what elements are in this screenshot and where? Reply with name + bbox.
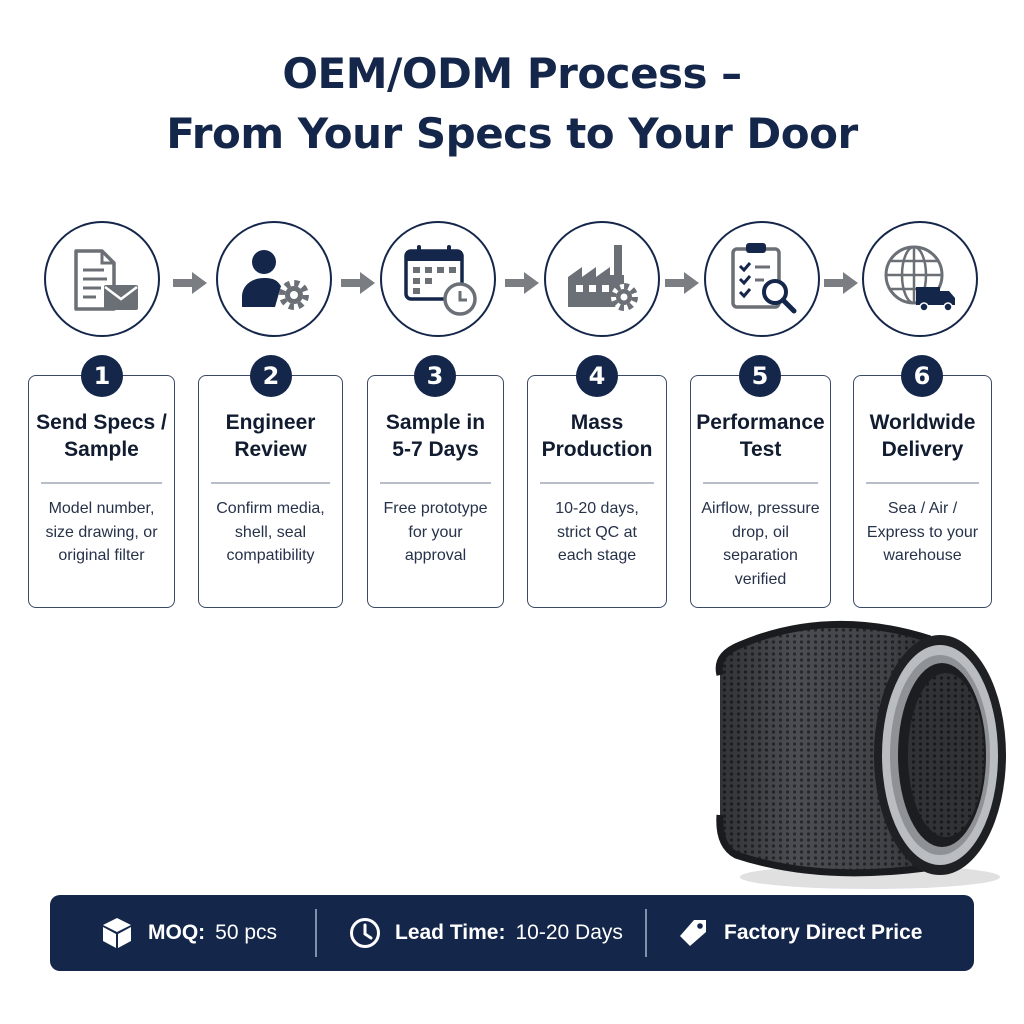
bar-divider xyxy=(315,909,317,957)
step-title: Worldwide Delivery xyxy=(869,411,976,461)
step-card-3: Sample in 5-7 Days Free prototype for yo… xyxy=(367,375,504,608)
step-title: Engineer Review xyxy=(225,411,316,461)
card-divider xyxy=(540,482,654,484)
price-tag-icon xyxy=(680,920,706,946)
info-bar: MOQ: 50 pcs Lead Time: 10-20 Days Factor… xyxy=(50,895,974,971)
step-description: Model number, size drawing, or original … xyxy=(45,500,158,564)
air-filter-image xyxy=(715,620,1006,889)
card-divider xyxy=(211,482,330,484)
box-icon xyxy=(103,918,131,948)
clipboard-magnifier-icon xyxy=(704,221,820,337)
step-number-badge: 6 xyxy=(901,355,943,397)
lead-time-value: 10-20 Days xyxy=(515,921,623,944)
step-card-4: Mass Production 10-20 days, strict QC at… xyxy=(527,375,667,608)
moq-section: MOQ: 50 pcs xyxy=(100,895,277,971)
card-divider xyxy=(703,482,818,484)
step-number-badge: 2 xyxy=(250,355,292,397)
arrow-right-icon xyxy=(341,272,375,294)
step-description: Free prototype for your approval xyxy=(383,500,488,564)
step-number-badge: 5 xyxy=(739,355,781,397)
price-section: Factory Direct Price xyxy=(676,895,922,971)
card-divider xyxy=(866,482,979,484)
clock-icon xyxy=(350,918,380,948)
step-description: 10-20 days, strict QC at each stage xyxy=(555,500,639,564)
step-title: Performance Test xyxy=(696,411,825,461)
page-title: OEM/ODM Process – From Your Specs to You… xyxy=(0,44,1024,164)
step-card-5: Performance Test Airflow, pressure drop,… xyxy=(690,375,831,608)
bar-divider xyxy=(645,909,647,957)
lead-time-label: Lead Time: xyxy=(395,921,506,944)
arrow-right-icon xyxy=(665,272,699,294)
moq-value: 50 pcs xyxy=(215,921,278,944)
step-card-6: Worldwide Delivery Sea / Air / Express t… xyxy=(853,375,992,608)
calendar-clock-icon xyxy=(380,221,496,337)
arrow-right-icon xyxy=(824,272,858,294)
moq-label: MOQ: xyxy=(148,921,206,944)
arrow-right-icon xyxy=(173,272,207,294)
document-mail-icon xyxy=(44,221,160,337)
card-divider xyxy=(380,482,491,484)
factory-gear-icon xyxy=(544,221,660,337)
step-description: Confirm media, shell, seal compatibility xyxy=(216,500,325,564)
step-card-1: Send Specs / Sample Model number, size d… xyxy=(28,375,175,608)
step-number-badge: 1 xyxy=(81,355,123,397)
title-line-1: OEM/ODM Process – xyxy=(282,49,742,98)
title-line-2: From Your Specs to Your Door xyxy=(166,109,858,158)
step-description: Airflow, pressure drop, oil separation v… xyxy=(701,500,820,588)
price-label: Factory Direct Price xyxy=(724,921,923,944)
step-description: Sea / Air / Express to your warehouse xyxy=(866,500,979,564)
globe-truck-icon xyxy=(862,221,978,337)
step-title: Send Specs / Sample xyxy=(36,411,167,461)
step-card-2: Engineer Review Confirm media, shell, se… xyxy=(198,375,343,608)
arrow-right-icon xyxy=(505,272,539,294)
engineer-gear-icon xyxy=(216,221,332,337)
step-title: Sample in 5-7 Days xyxy=(385,411,486,461)
step-number-badge: 4 xyxy=(576,355,618,397)
card-divider xyxy=(41,482,162,484)
step-title: Mass Production xyxy=(541,411,653,461)
lead-time-section: Lead Time: 10-20 Days xyxy=(349,895,623,971)
step-number-badge: 3 xyxy=(414,355,456,397)
